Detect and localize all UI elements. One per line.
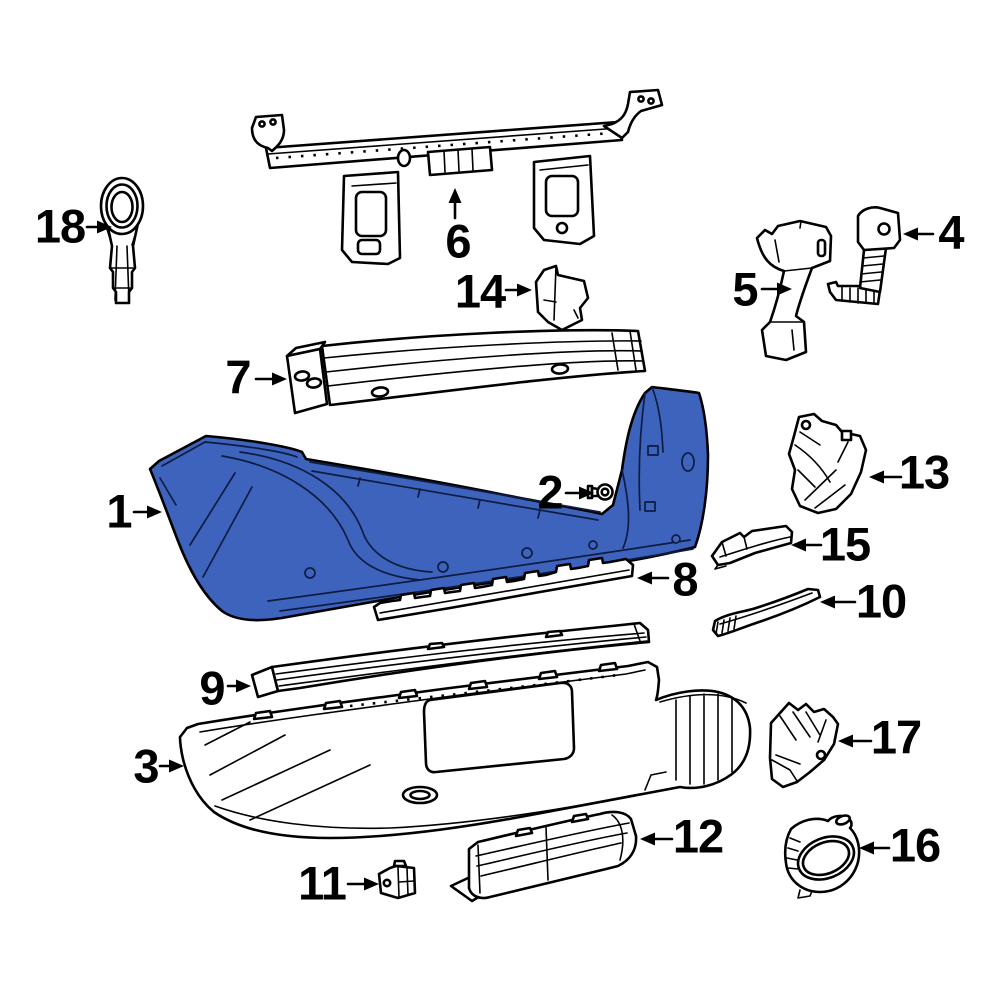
part-callout-12: 12 bbox=[672, 809, 724, 863]
part-8-drawing bbox=[372, 556, 635, 622]
callout-arrows-layer bbox=[85, 188, 935, 891]
part-callout-6: 6 bbox=[445, 214, 471, 268]
callout-arrow-head-9 bbox=[236, 679, 251, 693]
callout-arrow-head-14 bbox=[517, 283, 532, 297]
callout-arrow-head-8 bbox=[637, 571, 652, 585]
part-11-drawing bbox=[377, 859, 417, 900]
callout-arrow-head-10 bbox=[820, 595, 835, 609]
part-callout-8: 8 bbox=[672, 552, 698, 606]
callout-arrow-head-2 bbox=[579, 486, 594, 500]
callout-arrow-head-4 bbox=[903, 227, 918, 241]
part-callout-3: 3 bbox=[133, 739, 159, 793]
part-7-drawing bbox=[285, 328, 647, 415]
part-callout-16: 16 bbox=[889, 818, 941, 872]
callout-arrow-head-6 bbox=[448, 188, 462, 203]
callout-arrow-head-18 bbox=[97, 220, 112, 234]
part-1-drawing bbox=[148, 385, 710, 622]
part-callout-9: 9 bbox=[199, 661, 225, 715]
part-13-drawing bbox=[787, 412, 868, 515]
part-14-drawing bbox=[534, 264, 590, 332]
part-callout-2: 2 bbox=[537, 465, 563, 519]
part-5-drawing bbox=[755, 219, 833, 362]
callout-arrow-head-15 bbox=[791, 538, 806, 552]
part-6-drawing bbox=[250, 88, 664, 266]
part-callout-15: 15 bbox=[819, 517, 871, 571]
part-callout-5: 5 bbox=[732, 262, 758, 316]
callout-arrow-head-3 bbox=[169, 759, 184, 773]
part-callout-7: 7 bbox=[225, 350, 251, 404]
part-callout-10: 10 bbox=[855, 574, 907, 628]
part-9-drawing bbox=[250, 621, 651, 699]
part-3-drawing bbox=[178, 660, 752, 840]
part-15-drawing bbox=[710, 524, 794, 570]
part-callout-18: 18 bbox=[34, 199, 86, 253]
callout-arrow-head-5 bbox=[777, 282, 792, 296]
part-callout-1: 1 bbox=[106, 484, 132, 538]
part-callout-17: 17 bbox=[870, 710, 922, 764]
part-callout-14: 14 bbox=[454, 264, 506, 318]
part-4-drawing bbox=[826, 206, 902, 306]
callout-arrow-head-12 bbox=[640, 832, 655, 846]
callout-arrow-head-7 bbox=[272, 372, 287, 386]
part-18-drawing bbox=[99, 176, 145, 305]
callout-arrow-head-13 bbox=[869, 470, 884, 484]
part-16-drawing bbox=[783, 814, 861, 899]
part-callout-11: 11 bbox=[298, 856, 347, 910]
callout-arrow-head-16 bbox=[859, 841, 874, 855]
part-callout-4: 4 bbox=[938, 205, 964, 259]
part-callout-13: 13 bbox=[898, 445, 950, 499]
callout-arrow-head-11 bbox=[364, 877, 379, 891]
callout-arrow-head-17 bbox=[838, 734, 853, 748]
callout-arrow-head-1 bbox=[147, 505, 162, 519]
part-10-drawing bbox=[711, 587, 822, 638]
part-17-drawing bbox=[768, 701, 840, 789]
part-12-drawing bbox=[449, 810, 638, 903]
